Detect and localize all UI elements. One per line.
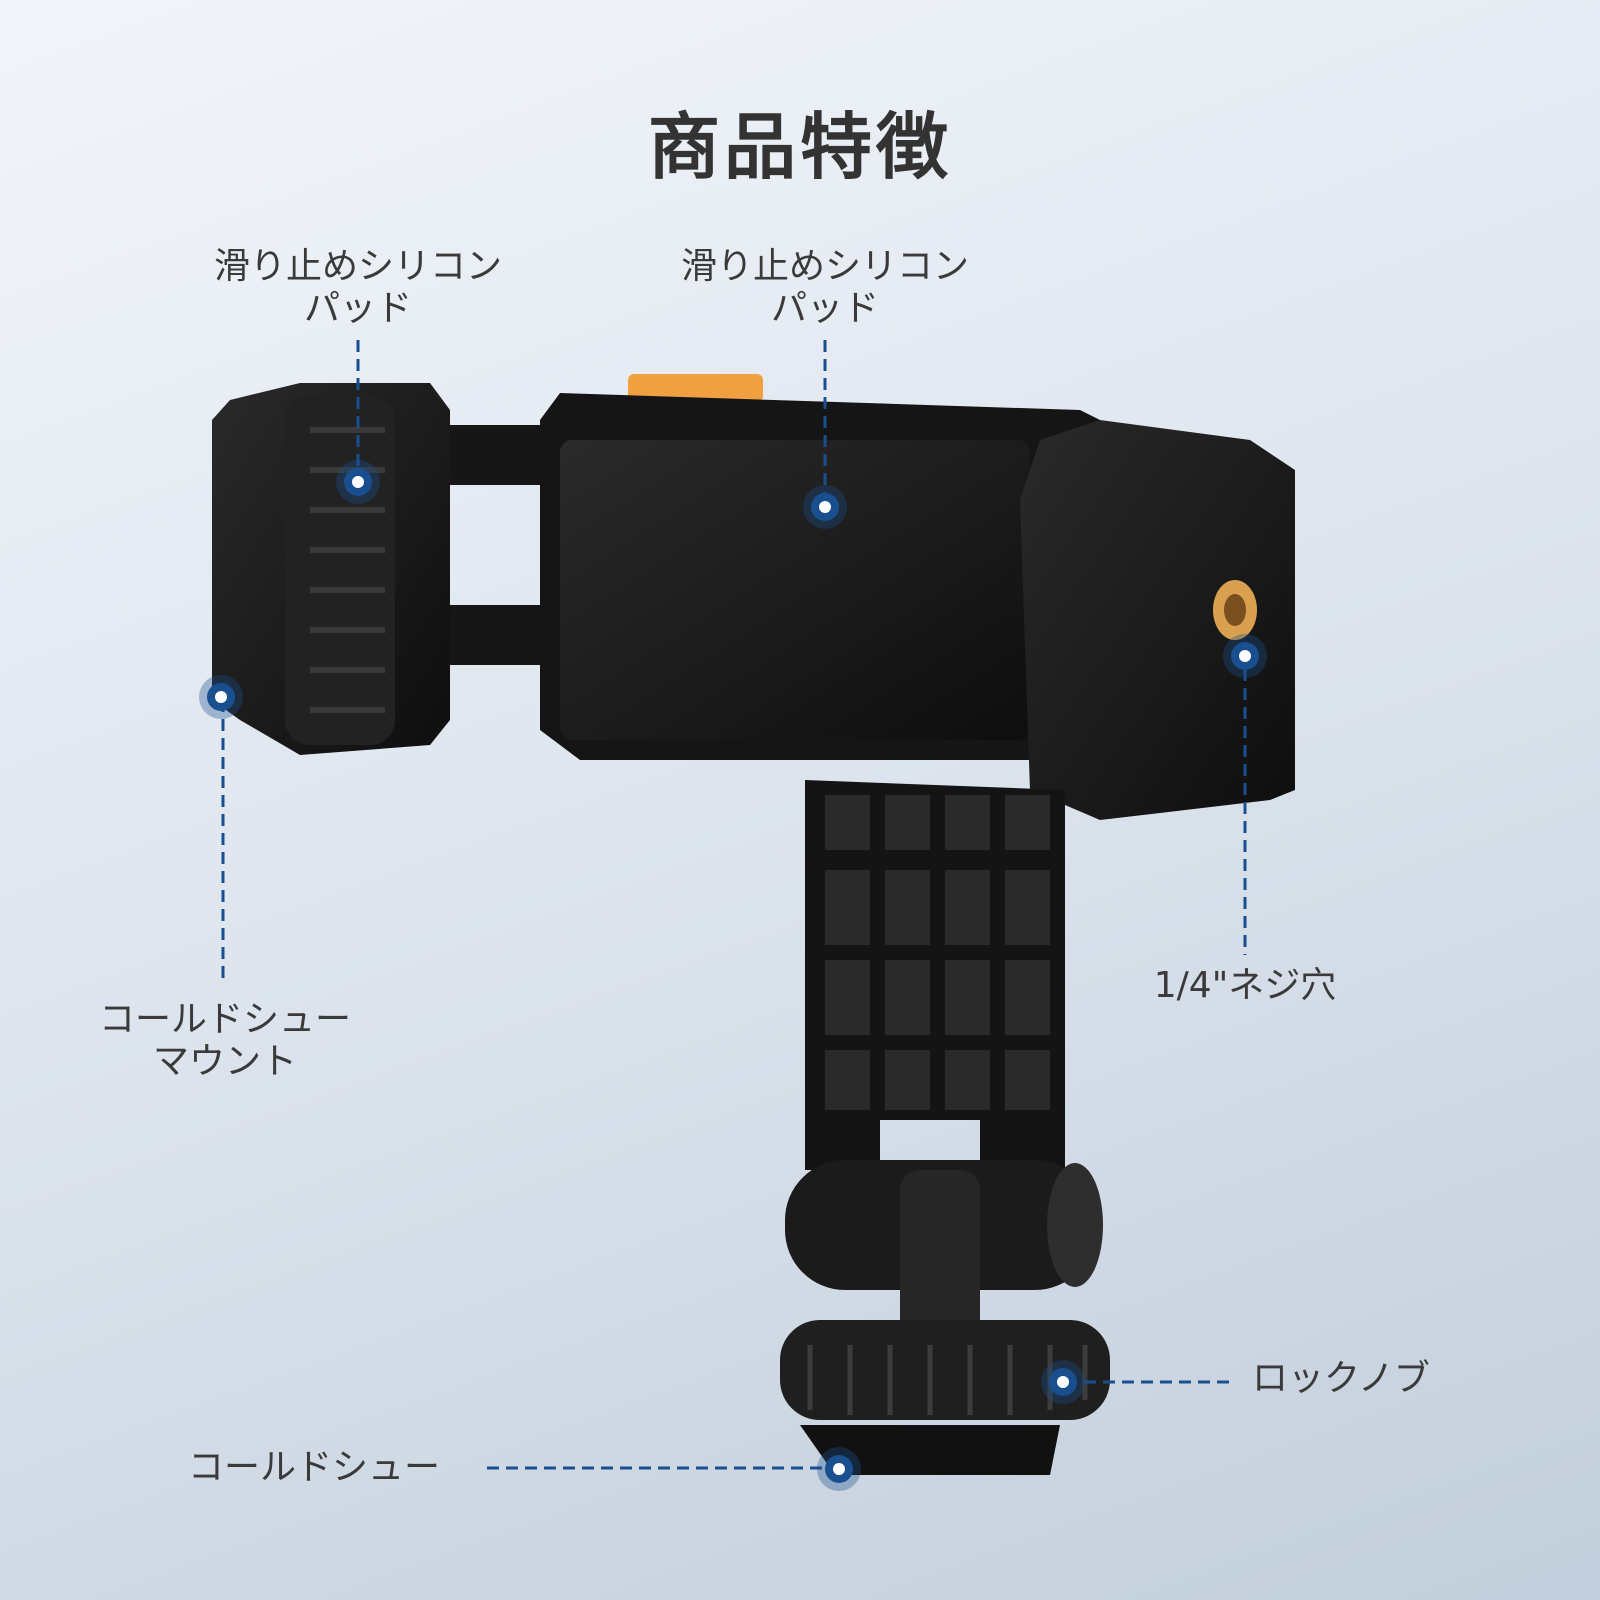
- callout-label-left-pad: 滑り止めシリコン パッド: [198, 246, 518, 330]
- label-line: 1/4"ネジ穴: [1153, 965, 1337, 1006]
- center-silicone-pad: [560, 440, 1030, 740]
- callout-dot: [1041, 1360, 1085, 1404]
- callout-label-center-pad: 滑り止めシリコン パッド: [665, 246, 985, 330]
- callout-label-lock-knob: ロックノブ: [1252, 1358, 1430, 1400]
- callout-dot: [199, 675, 243, 719]
- release-button: [628, 374, 763, 402]
- label-line: コールドシュー: [188, 1447, 441, 1488]
- callout-label-cold-shoe: コールドシュー: [188, 1447, 440, 1489]
- label-line: マウント: [152, 1041, 297, 1082]
- label-line: 滑り止めシリコン: [680, 246, 969, 287]
- cold-shoe-foot: [800, 1425, 1060, 1475]
- left-silicone-pad: [285, 395, 395, 745]
- callout-dots: [199, 460, 1267, 1491]
- label-line: パッド: [770, 288, 879, 329]
- callout-dot: [803, 485, 847, 529]
- right-clamp: [1020, 420, 1295, 820]
- callout-dot: [817, 1447, 861, 1491]
- lock-knob: [780, 1320, 1110, 1420]
- label-line: 滑り止めシリコン: [213, 246, 502, 287]
- label-line: ロックノブ: [1252, 1358, 1430, 1399]
- page-title: 商品特徴: [647, 105, 952, 189]
- callout-label-screw-hole: 1/4"ネジ穴: [1130, 965, 1360, 1007]
- callout-dot: [336, 460, 380, 504]
- callout-dot: [1223, 634, 1267, 678]
- label-line: パッド: [303, 288, 412, 329]
- label-line: コールドシュー: [98, 999, 351, 1040]
- callout-label-cold-shoe-mount: コールドシュー マウント: [80, 999, 370, 1083]
